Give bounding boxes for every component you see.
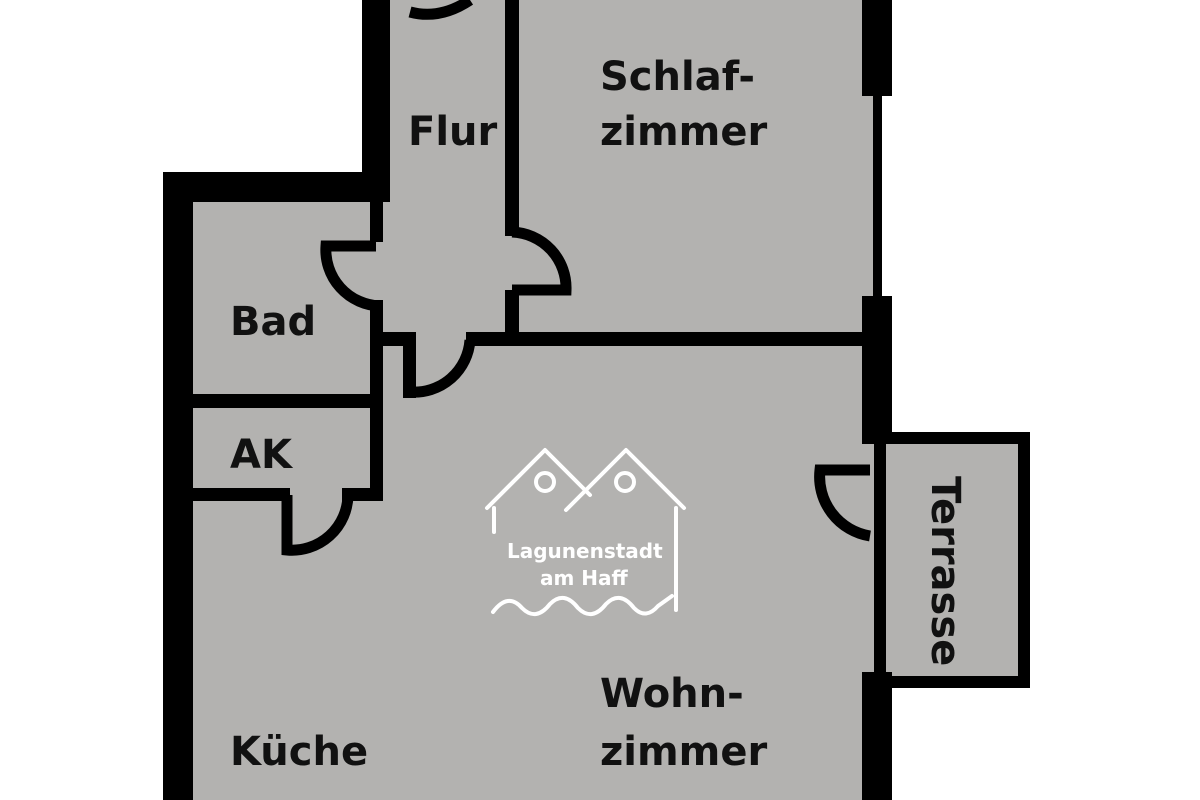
door-swings [281,0,872,556]
wall-schlafzimmer-wohnzimmer [480,332,870,346]
wall-bad-ak [193,394,383,408]
wall-right-mid [862,296,892,444]
label-bad: Bad [230,299,316,345]
wall-top-left [163,172,390,202]
wall-flur-wohnzimmer [383,332,405,346]
terrasse-outline [874,432,1030,688]
label-ak: AK [230,432,294,478]
wall-right-upper [862,0,892,96]
label-kueche: Küche [230,729,368,775]
lagunenstadt-logo: Lagunenstadt am Haff [485,448,686,616]
walls [163,0,892,800]
wall-right-lower [862,672,892,800]
door-swing-ak [281,494,354,556]
wall-ak-kueche-left [193,488,290,501]
logo-line2: am Haff [540,566,629,590]
room-labels: Flur Schlaf- zimmer Bad AK Küche Wohn- z… [230,54,968,775]
label-schlafzimmer-line2: zimmer [600,109,767,155]
label-flur: Flur [408,109,498,155]
door-swing-wohnzimmer [409,339,476,398]
wall-left-outer [163,172,193,800]
label-terrasse: Terrasse [922,476,968,666]
wall-bad-flur-upper [370,202,383,242]
door-swing-terrasse [814,464,872,542]
door-swing-entrance [408,0,474,20]
wall-flur-door-jamb [403,332,416,398]
wall-flur-schlafzimmer-lower [505,290,519,334]
floor-terrasse [875,440,1023,680]
logo-line1: Lagunenstadt [507,539,663,563]
wall-flur-schlafzimmer [505,0,519,236]
twin-houses-waves-icon [485,448,686,616]
door-swing-bad [320,240,381,312]
label-wohnzimmer-line1: Wohn- [600,671,744,717]
door-swing-schlafzimmer [511,226,572,296]
label-schlafzimmer-line1: Schlaf- [600,54,755,100]
label-wohnzimmer-line2: zimmer [600,729,767,775]
wall-right-thin [873,96,882,296]
wall-flur-left [362,0,390,202]
